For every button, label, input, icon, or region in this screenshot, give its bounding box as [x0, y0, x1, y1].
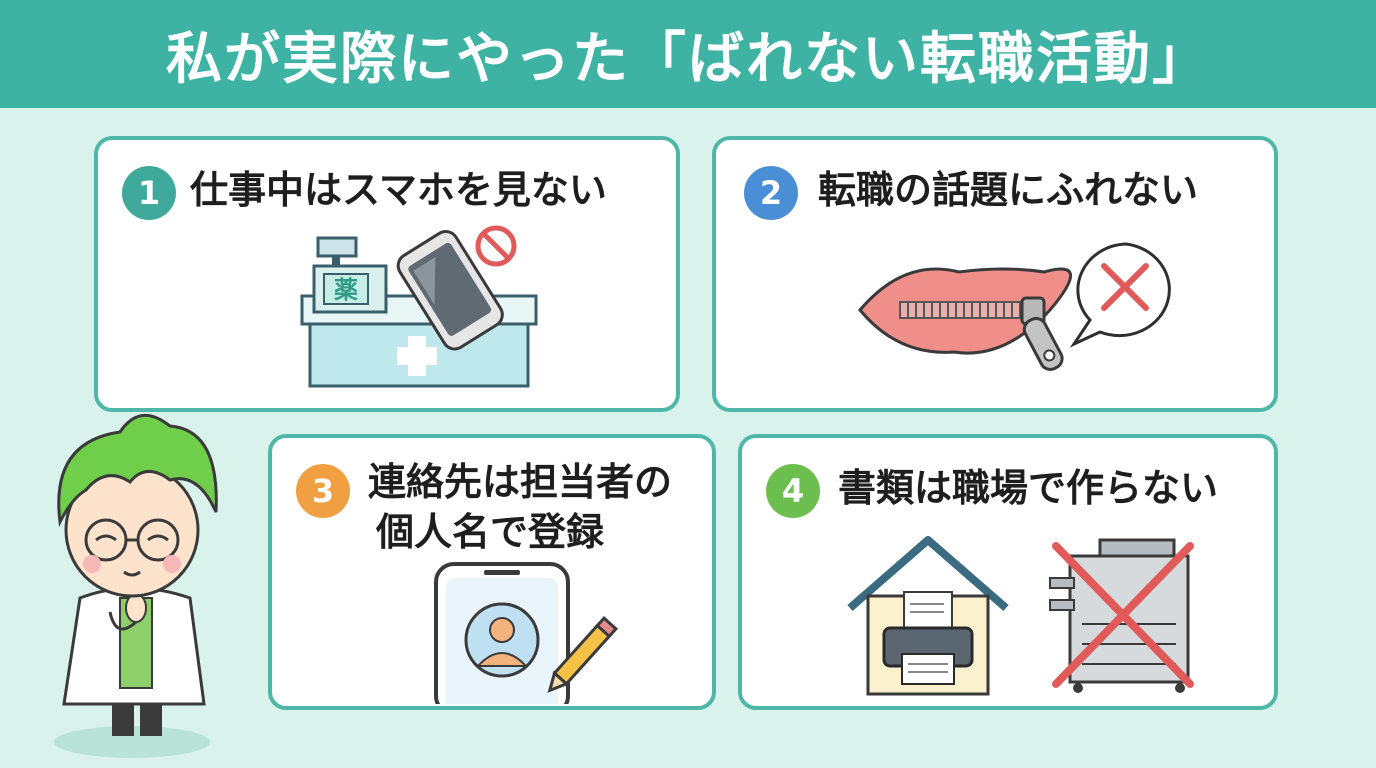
home-printer-illustration — [847, 536, 1009, 696]
card-3-number-badge: 3 — [296, 464, 350, 518]
house-roof — [847, 536, 1009, 612]
zipper-pull-tab — [1022, 316, 1064, 371]
register-display — [316, 236, 358, 258]
copier-top — [1098, 538, 1176, 558]
office-copier-crossed-illustration — [1049, 538, 1194, 693]
card-4-title: 書類は職場で作らない — [838, 466, 1219, 510]
card-4-number-badge: 4 — [766, 464, 820, 518]
card-3-title-line2: 個人名で登録 — [376, 510, 605, 554]
page-title: 私が実際にやった「ばれない転職活動」 — [166, 26, 1210, 92]
pharmacy-counter-illustration: 薬 — [300, 225, 538, 388]
register-label: 薬 — [334, 276, 358, 304]
zipped-lips-illustration — [858, 242, 1171, 371]
card-3: 3 連絡先は担当者の 個人名で登録 — [268, 434, 716, 710]
card-1: 1 仕事中はスマホを見ない 薬 — [94, 136, 680, 412]
card-2-number-badge: 2 — [744, 166, 798, 220]
pharmacist-character — [54, 413, 218, 758]
green-hair — [57, 413, 218, 528]
card-1-number-badge: 1 — [122, 166, 176, 220]
header-banner: 私が実際にやった「ばれない転職活動」 — [0, 0, 1376, 108]
card-2-title: 転職の話題にふれない — [818, 168, 1199, 212]
card-2: 2 転職の話題にふれない — [712, 136, 1278, 412]
card-3-title-line1: 連絡先は担当者の — [368, 460, 673, 504]
cross-horizontal — [397, 347, 437, 365]
card-4: 4 書類は職場で作らない — [738, 434, 1278, 710]
character-shadow — [54, 726, 210, 758]
phone-contact-illustration — [434, 562, 619, 704]
card-1-title: 仕事中はスマホを見ない — [190, 168, 607, 212]
